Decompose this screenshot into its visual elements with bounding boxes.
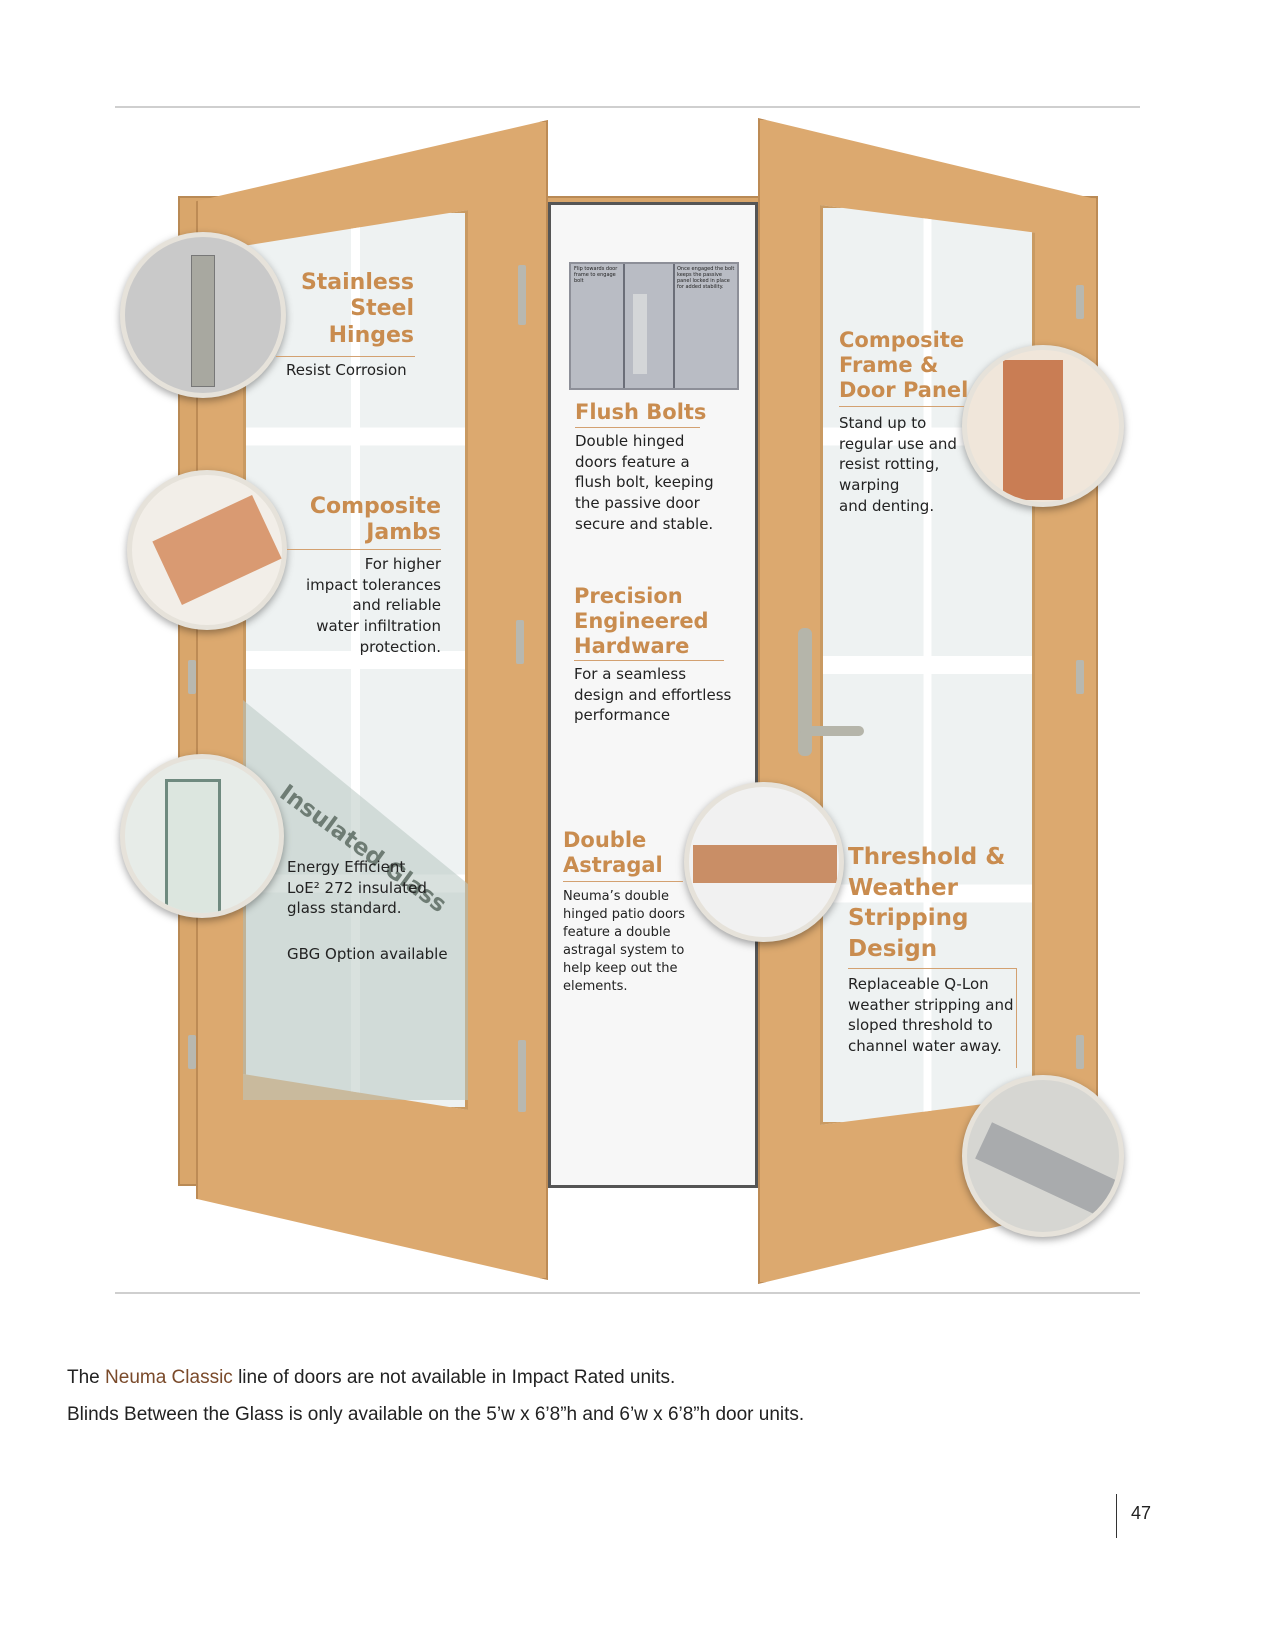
- right-hinge-mid: [1076, 660, 1084, 694]
- threshold-underline: [848, 968, 1016, 969]
- threshold-heading: Threshold & Weather Stripping Design: [848, 844, 1006, 962]
- flush-bolts-text: Double hinged doors feature a flush bolt…: [575, 432, 714, 533]
- right-hinge-top: [1076, 285, 1084, 319]
- jamb-detail-image: [127, 470, 287, 630]
- frame-detail-image: [962, 345, 1124, 507]
- threshold-connector: [1016, 968, 1017, 1068]
- page-number: 47: [1131, 1503, 1152, 1523]
- door-handle-icon: [798, 628, 812, 756]
- brand-name: Neuma Classic: [105, 1367, 233, 1388]
- jamb-profile-icon: [152, 495, 282, 605]
- hardware-underline: [574, 660, 724, 661]
- footer-note-blinds: Blinds Between the Glass is only availab…: [67, 1404, 805, 1425]
- jambs-underline: [287, 549, 441, 550]
- composite-frame-underline: [839, 406, 964, 407]
- glass-profile-icon: [165, 779, 221, 913]
- hinges-heading: Stainless Steel Hinges: [300, 270, 414, 348]
- flush-bolt-inset-right-caption: Once engaged the bolt keeps the passive …: [677, 266, 735, 290]
- glass-detail-image: [120, 754, 284, 918]
- gbg-option-text: GBG Option available: [287, 945, 448, 963]
- hinges-underline: [276, 356, 415, 357]
- frame-profile-icon: [1003, 360, 1063, 500]
- flush-bolt-inset: Flip towards door frame to engage bolt O…: [569, 262, 739, 390]
- threshold-detail-image: [962, 1075, 1124, 1237]
- astragal-underline: [563, 881, 683, 882]
- flush-bolt-bottom: [518, 1040, 526, 1112]
- astragal-heading: Double Astragal: [563, 828, 663, 878]
- strike-plate: [516, 620, 524, 664]
- door-lever-icon: [800, 726, 864, 736]
- jambs-text: For higher impact tolerances and reliabl…: [306, 555, 441, 656]
- hardware-text: For a seamless design and effortless per…: [574, 665, 732, 725]
- left-hinge-bottom: [188, 1035, 196, 1069]
- threshold-profile-icon: [975, 1122, 1119, 1218]
- jambs-heading: Composite Jambs: [309, 494, 441, 546]
- composite-frame-heading: Composite Frame & Door Panel: [839, 328, 969, 403]
- top-rule: [115, 106, 1140, 108]
- astragal-text: Neuma’s double hinged patio doors featur…: [563, 889, 686, 994]
- threshold-text: Replaceable Q-Lon weather stripping and …: [848, 975, 1014, 1056]
- astragal-detail-image: [684, 782, 844, 942]
- hinge-detail-image: [120, 232, 286, 398]
- flush-bolt-inset-left-caption: Flip towards door frame to engage bolt: [574, 266, 618, 284]
- flush-bolts-heading: Flush Bolts: [575, 400, 707, 424]
- astragal-profile-icon: [693, 845, 837, 883]
- flush-bolts-underline: [575, 427, 700, 428]
- hardware-heading: Precision Engineered Hardware: [574, 584, 709, 659]
- bottom-rule: [115, 1292, 1140, 1294]
- flush-bolt-top: [518, 265, 526, 325]
- left-hinge-mid: [188, 660, 196, 694]
- footer-note-impact: The Neuma Classic line of doors are not …: [67, 1367, 676, 1388]
- right-door-glass: [820, 205, 1035, 1125]
- hinge-icon: [191, 255, 215, 387]
- composite-frame-text: Stand up to regular use and resist rotti…: [839, 414, 957, 515]
- insulated-glass-text: Energy Efficient LoE² 272 insulated glas…: [287, 858, 427, 918]
- right-hinge-bottom: [1076, 1035, 1084, 1069]
- page-number-divider: [1116, 1494, 1117, 1538]
- hinges-text: Resist Corrosion: [286, 361, 407, 379]
